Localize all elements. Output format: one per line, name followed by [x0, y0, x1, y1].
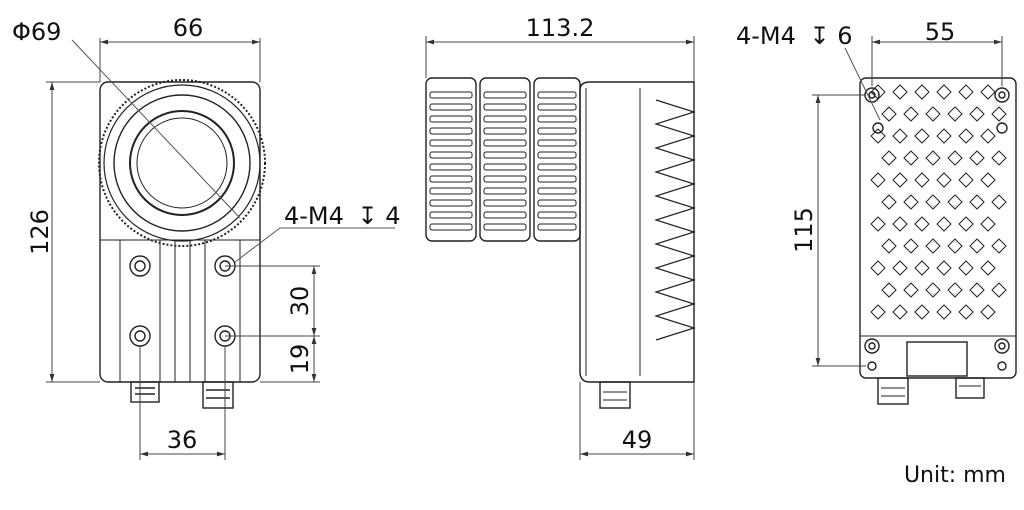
back-connector-left	[877, 377, 909, 405]
back-width-label: 55	[925, 18, 956, 46]
front-fins	[100, 239, 260, 382]
front-mount-holes	[129, 255, 236, 347]
front-diameter-label: Φ69	[12, 18, 61, 46]
front-connectors	[130, 381, 234, 409]
front-width-label: 66	[173, 14, 204, 42]
front-height-label: 126	[26, 209, 54, 255]
back-mount-holes	[864, 87, 1010, 371]
front-spacing-30-label: 30	[286, 286, 314, 317]
front-hole-depth: 4	[385, 202, 400, 230]
front-hole-label: 4-M4 ↧ 4	[284, 202, 401, 230]
side-connector	[599, 381, 631, 409]
front-view	[98, 79, 266, 409]
front-dimensions	[46, 38, 395, 460]
unit-label: Unit: mm	[904, 463, 1006, 488]
back-connector-right	[955, 377, 985, 399]
side-view	[425, 77, 696, 409]
back-vent-pattern	[870, 84, 1007, 320]
side-dimensions	[425, 36, 695, 460]
back-label-plate	[906, 341, 968, 377]
front-body-outline	[99, 81, 261, 383]
back-body-outline	[859, 77, 1017, 379]
front-bottom-label: 36	[167, 426, 198, 454]
front-spacing-19-label: 19	[286, 344, 314, 375]
side-bottom-label: 49	[622, 426, 653, 454]
depth-symbol-icon: ↧	[810, 22, 830, 50]
depth-symbol-icon: ↧	[358, 202, 378, 230]
back-dimensions	[812, 36, 1003, 367]
side-heatsink	[654, 99, 696, 341]
side-lens-rings	[425, 77, 581, 242]
front-hole-spec: 4-M4	[284, 202, 344, 230]
back-hole-label: 4-M4 ↧ 6	[736, 22, 853, 50]
back-hole-spec: 4-M4	[736, 22, 796, 50]
side-length-label: 113.2	[526, 14, 595, 42]
back-height-label: 115	[790, 207, 818, 253]
back-view	[859, 77, 1017, 405]
back-hole-depth: 6	[837, 22, 852, 50]
front-lens	[98, 79, 266, 247]
side-body-outline	[579, 81, 695, 383]
